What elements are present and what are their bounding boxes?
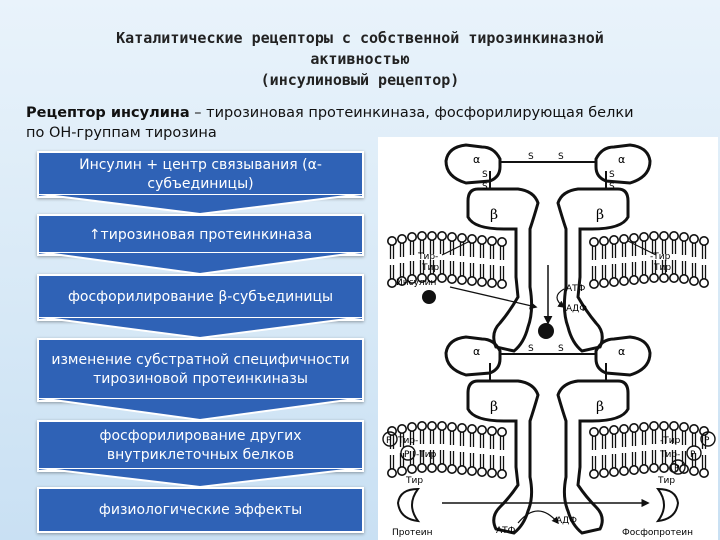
- flow-step-6-text: физиологические эффекты: [98, 501, 303, 518]
- title-line-1: Каталитические рецепторы с собственной т…: [116, 29, 604, 47]
- tyr-label-4: Тир: [653, 263, 671, 273]
- flow-step-5-text: фосфорилирование других внутриклеточных …: [99, 428, 302, 463]
- tyr-label-9: Тир: [405, 476, 423, 486]
- tyr-label-10: Тир: [657, 476, 675, 486]
- phosphate-icon: [400, 445, 416, 461]
- phosphate-icon: [686, 445, 702, 461]
- flow-arrow-1: [38, 194, 363, 216]
- flow-step-4-text: изменение субстратной специфичности тиро…: [51, 352, 350, 387]
- protein-label: Протеин: [392, 528, 433, 538]
- definition-text: Рецептор инсулина – тирозиновая протеинк…: [26, 103, 716, 143]
- s-label-4: S: [482, 182, 488, 192]
- phosphoprotein-shape: [655, 487, 680, 523]
- atp-label-2: АТФ: [496, 526, 516, 536]
- tyr-label-5: Тир-: [397, 436, 418, 446]
- s-label-2: S: [558, 152, 564, 162]
- s-label-6: S: [609, 182, 615, 192]
- phosphate-icon: [382, 431, 398, 447]
- flow-step-3: фосфорилирование β-субъединицы: [37, 274, 364, 321]
- s-label-1: S: [528, 152, 534, 162]
- beta-label-tr: β: [596, 207, 604, 223]
- alpha-label-bl: α: [473, 345, 480, 358]
- p-label-2: P: [404, 450, 410, 460]
- adp-label-2: АДФ: [556, 516, 577, 526]
- p-label-3: P: [704, 436, 710, 446]
- phosphoprotein-label: Фосфопротеин: [622, 528, 693, 538]
- flow-step-2-text: ↑тирозиновая протеинкиназа: [88, 226, 313, 243]
- definition-body-line2: по ОН-группам тирозина: [26, 125, 217, 141]
- adp-label-1: АДФ: [566, 304, 587, 314]
- atp-label-1: АТФ: [566, 284, 586, 294]
- flow-arrow-5: [38, 468, 363, 489]
- bound-insulin: [538, 323, 554, 339]
- insulin-receptor-diagram: α α S S S S S S β β Тир- Тир -Тир Тир Ин…: [378, 137, 718, 540]
- tyr-label-1: Тир-: [417, 252, 438, 262]
- definition-term: Рецептор инсулина: [26, 105, 190, 121]
- insulin-arrow: [449, 286, 538, 310]
- insulin-molecule: [422, 290, 436, 304]
- tyr-label-3: -Тир: [650, 252, 671, 262]
- slide-title: Каталитические рецепторы с собственной т…: [0, 28, 720, 91]
- beta-label-br: β: [596, 399, 604, 415]
- beta-label-bl: β: [490, 399, 498, 415]
- alpha-label-br: α: [618, 345, 625, 358]
- flow-step-1: Инсулин + центр связывания (α-субъединиц…: [37, 151, 364, 198]
- phosphate-icon: [670, 459, 686, 475]
- phosphate-icon: [700, 431, 716, 447]
- flow-step-3-text: фосфорилирование β-субъединицы: [67, 289, 334, 305]
- flow-arrow-2: [38, 252, 363, 276]
- insulin-label: Инсулин: [396, 278, 436, 288]
- flow-arrow-3: [38, 317, 363, 340]
- p-label-1: P: [386, 436, 392, 446]
- flow-step-6: физиологические эффекты: [37, 487, 364, 533]
- tyr-label-6: -Тир: [416, 450, 437, 460]
- receptor-active: [386, 335, 710, 535]
- flow-arrow-4: [38, 398, 363, 422]
- tyr-label-8: Тир-: [659, 450, 680, 460]
- s-label-8: S: [558, 344, 564, 354]
- definition-body: – тирозиновая протеинкиназа, фосфорилиру…: [189, 105, 634, 121]
- title-line-3: (инсулиновый рецептор): [260, 71, 460, 89]
- flow-step-2: ↑тирозиновая протеинкиназа: [37, 214, 364, 256]
- s-label-3: S: [482, 170, 488, 180]
- tyr-label-7: -Тир: [660, 436, 681, 446]
- p-label-4: P: [690, 450, 696, 460]
- s-label-7: S: [528, 344, 534, 354]
- title-line-2: активностью: [310, 50, 410, 68]
- flow-step-4: изменение субстратной специфичности тиро…: [37, 338, 364, 402]
- protein-shape: [396, 487, 421, 523]
- p-label-5: P: [674, 464, 680, 474]
- alpha-label-tr: α: [618, 153, 625, 166]
- flow-step-1-text: Инсулин + центр связывания (α-субъединиц…: [79, 156, 322, 192]
- tyr-label-2: Тир: [421, 263, 439, 273]
- s-label-5: S: [609, 170, 615, 180]
- alpha-label-tl: α: [473, 153, 480, 166]
- flow-step-5: фосфорилирование других внутриклеточных …: [37, 420, 364, 472]
- beta-label-tl: β: [490, 207, 498, 223]
